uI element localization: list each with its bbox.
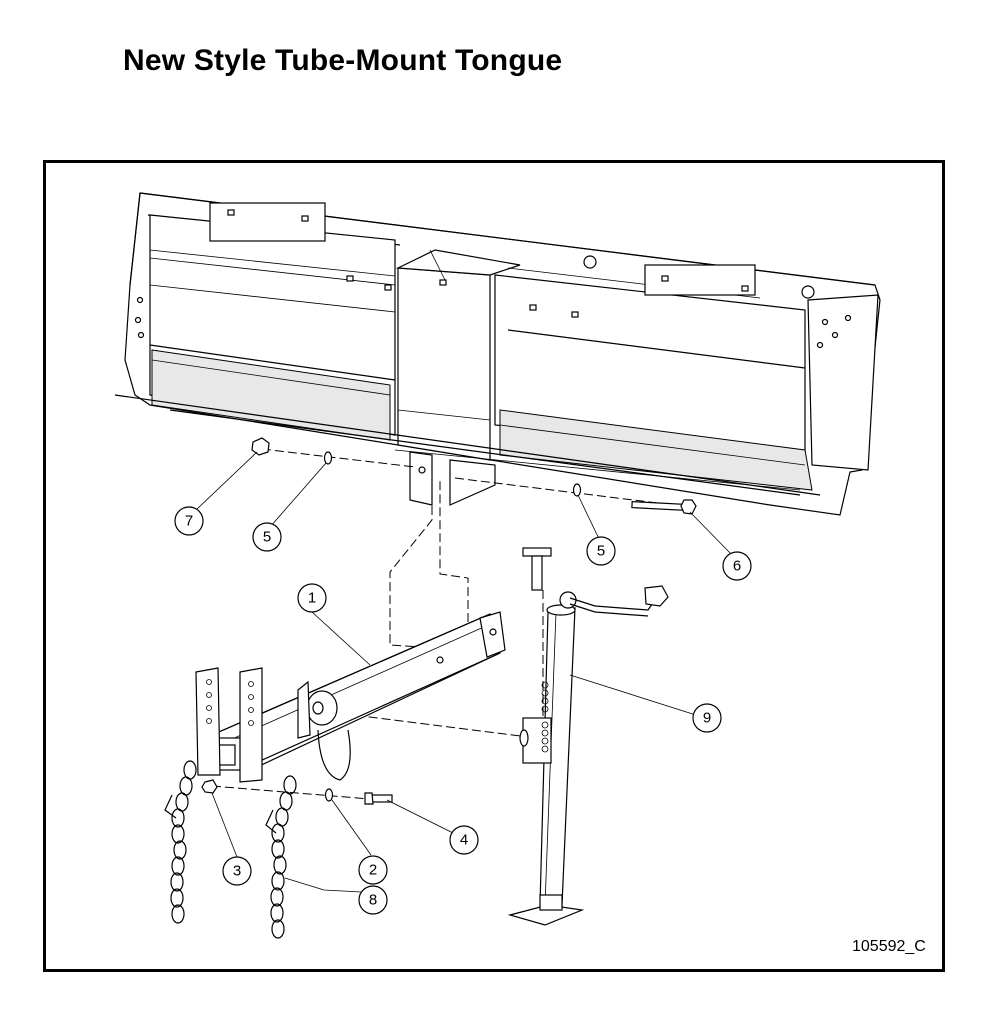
tongue-tube [195, 611, 506, 783]
hardware-parts [201, 437, 697, 805]
safety-chains [164, 760, 297, 939]
callout-8: 8 [358, 885, 388, 915]
svg-text:4: 4 [460, 832, 468, 849]
svg-text:9: 9 [703, 710, 711, 727]
diagram-frame [43, 160, 945, 972]
svg-text:5: 5 [597, 543, 605, 560]
svg-text:3: 3 [233, 863, 241, 880]
svg-text:6: 6 [733, 558, 741, 575]
callout-9: 9 [692, 703, 722, 733]
svg-text:7: 7 [185, 513, 193, 530]
drawing-number: 105592_C [852, 938, 926, 955]
leader-lines [195, 451, 734, 893]
callout-2: 2 [358, 855, 388, 885]
callout-7: 7 [174, 506, 204, 536]
tongue-jack [507, 547, 669, 926]
svg-text:1: 1 [308, 590, 316, 607]
callout-6: 6 [722, 551, 752, 581]
callout-5-left: 5 [252, 522, 282, 552]
callout-3: 3 [222, 856, 252, 886]
svg-text:8: 8 [369, 892, 377, 909]
page-title: New Style Tube-Mount Tongue [123, 44, 563, 77]
callout-5-right: 5 [586, 536, 616, 566]
svg-text:5: 5 [263, 529, 271, 546]
svg-text:2: 2 [369, 862, 377, 879]
spreader-frame [114, 192, 881, 516]
callout-1: 1 [297, 583, 327, 613]
callout-4: 4 [449, 825, 479, 855]
